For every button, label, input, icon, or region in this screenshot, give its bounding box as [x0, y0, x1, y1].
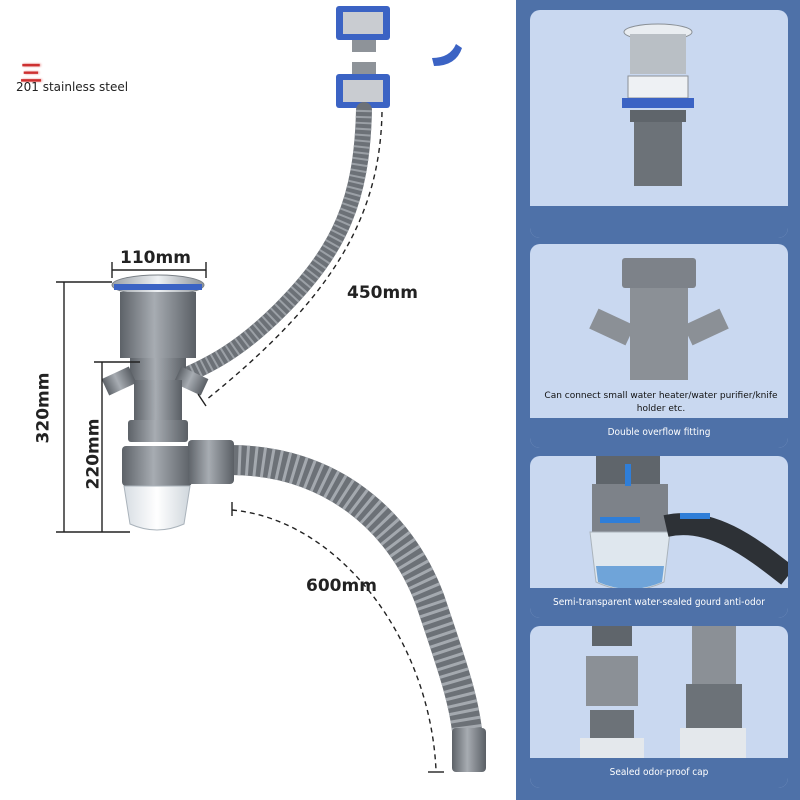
- feature-card-odor-cap: Sealed odor-proof cap: [530, 626, 788, 788]
- drain-hose-length-label: 600mm: [306, 576, 377, 596]
- dimension-lines: [56, 111, 444, 773]
- material-label: 201 stainless steel: [16, 80, 129, 94]
- feature-card-strainer: [530, 10, 788, 238]
- drain-assembly: [101, 274, 234, 531]
- brand-block: 三 201 stainless steel: [14, 56, 154, 102]
- brand-logo: 三: [20, 61, 45, 87]
- overflow-fitting-image: [589, 258, 729, 380]
- feature-card-overflow-fitting: Can connect small water heater/water pur…: [530, 244, 788, 448]
- overflow-hose: [172, 102, 372, 386]
- overflow-connector: [336, 6, 462, 108]
- odor-cap-image: [580, 626, 746, 758]
- overflow-fitting-caption: Double overflow fitting: [530, 418, 788, 448]
- strainer-diameter-label: 110mm: [120, 248, 191, 268]
- trap-height-label: 220mm: [83, 418, 104, 490]
- feature-card-water-seal: Semi-transparent water-sealed gourd anti…: [530, 456, 788, 618]
- odor-cap-caption: Sealed odor-proof cap: [530, 758, 788, 788]
- overflow-hose-length-label: 450mm: [347, 283, 418, 303]
- total-height-label: 320mm: [33, 372, 54, 444]
- hose-end-fitting: [452, 728, 486, 772]
- strainer-image: [530, 23, 788, 238]
- water-seal-image: [589, 456, 788, 591]
- water-seal-caption: Semi-transparent water-sealed gourd anti…: [530, 588, 788, 618]
- overflow-fitting-note: Can connect small water heater/water pur…: [544, 391, 778, 414]
